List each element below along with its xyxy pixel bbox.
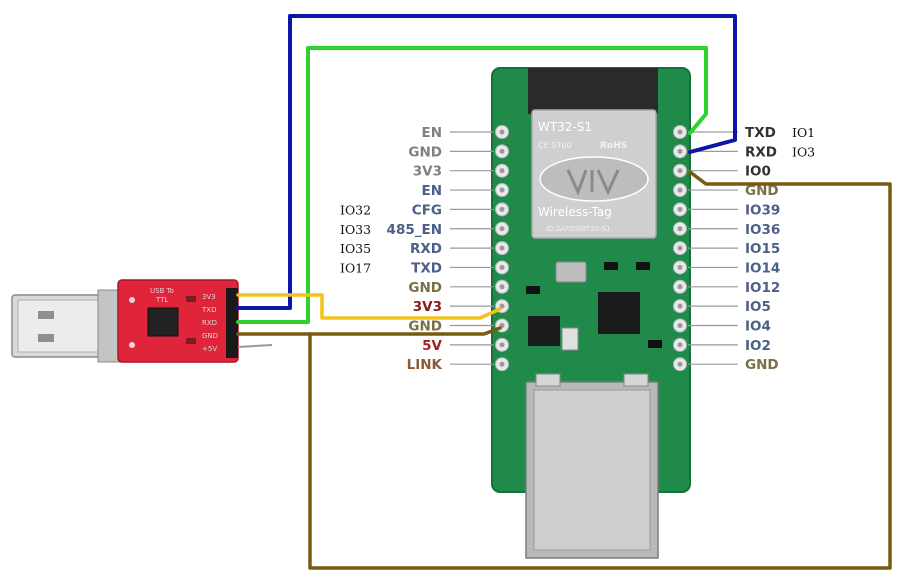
usb-ttl-adapter: USB To TTL 3V3 TXD RXD GND +5V <box>11 279 273 363</box>
left-pin-hole-center <box>499 361 505 367</box>
crystal <box>555 261 587 283</box>
right-pin-label: IO15 <box>745 241 780 257</box>
right-pin-label: IO36 <box>745 222 780 238</box>
left-pin-hole-center <box>499 168 505 174</box>
left-pin-hole-center <box>499 284 505 290</box>
wire-brown-loop <box>308 170 892 570</box>
usb-ttl-chip <box>147 307 179 337</box>
right-pin-label: IO4 <box>745 319 771 335</box>
left-pin-label: GND <box>408 144 442 160</box>
wire-brown <box>236 326 502 336</box>
right-pin-hole-center <box>677 148 683 154</box>
left-pin-label: TXD <box>411 260 442 276</box>
ethernet-jack <box>525 373 659 559</box>
right-pin-label: IO0 <box>745 164 771 180</box>
left-pin-hole-center <box>499 129 505 135</box>
left-pin-label: LINK <box>407 357 443 373</box>
module-rohs: RoHS <box>600 141 627 151</box>
right-pin-label: IO5 <box>745 299 771 315</box>
left-pin-label: 3V3 <box>413 299 442 315</box>
usb-ttl-title-line2: TTL <box>155 296 168 304</box>
right-pin-hole-center <box>677 303 683 309</box>
left-pin-label: 5V <box>422 338 442 354</box>
wire-yellow <box>236 293 502 320</box>
wire-blue <box>236 14 737 310</box>
module-logo-mark <box>566 169 620 196</box>
right-pin-label: IO39 <box>745 202 780 218</box>
right-pin-hole-center <box>677 206 683 212</box>
right-pin-label: GND <box>745 357 779 373</box>
right-pin-hole-center <box>677 361 683 367</box>
left-pin-label: CFG <box>412 202 442 218</box>
phy-chip <box>598 292 640 334</box>
module-brand: Wireless-Tag <box>538 205 612 219</box>
wire-green <box>236 46 708 324</box>
right-pin-hole-center <box>677 245 683 251</box>
left-gpio-label: IO35 <box>340 241 371 256</box>
left-pin-label: 3V3 <box>413 164 442 180</box>
left-pin-labels: ENGND3V3ENCFGIO32485_ENIO33RXDIO35TXDIO1… <box>340 125 494 373</box>
right-pin-hole-center <box>677 129 683 135</box>
module-id: ID:2AFOSWT32-S1 <box>546 225 611 233</box>
button <box>561 327 579 351</box>
left-gpio-label: IO33 <box>340 222 371 237</box>
right-gpio-label: IO3 <box>792 144 815 159</box>
right-pin-hole-center <box>677 168 683 174</box>
usb-pin-label-rxd: RXD <box>202 319 217 327</box>
right-pin-hole-center <box>677 284 683 290</box>
left-pin-hole-center <box>499 303 505 309</box>
module-logo <box>539 156 649 202</box>
left-pin-label: 485_EN <box>387 222 442 238</box>
left-pin-label: GND <box>408 319 442 335</box>
module-cert: CE 0700 <box>538 141 572 150</box>
usb-pin-label-gnd: GND <box>202 332 218 340</box>
left-gpio-label: IO32 <box>340 202 371 217</box>
right-pin-hole-center <box>677 264 683 270</box>
usb-ttl-title-line1: USB To <box>150 287 174 295</box>
left-pin-hole-center <box>499 206 505 212</box>
usb-plug <box>11 289 121 363</box>
wt32-eth01-board: WT32-S1 CE 0700 RoHS Wireless-Tag ID:2AF… <box>491 67 691 559</box>
left-pin-label: EN <box>421 125 442 141</box>
module-antenna <box>528 68 658 114</box>
wires <box>236 14 892 570</box>
right-pin-label: RXD <box>745 144 777 160</box>
left-pin-hole-center <box>499 226 505 232</box>
right-pin-label: TXD <box>745 125 776 141</box>
left-pin-label: EN <box>421 183 442 199</box>
right-pin-hole-center <box>677 323 683 328</box>
left-pin-label: GND <box>408 280 442 296</box>
usb-pin-label-3v3: 3V3 <box>202 293 216 301</box>
usb-pin-label-txd: TXD <box>201 306 216 314</box>
left-pin-hole-center <box>499 342 505 348</box>
left-pin-hole-center <box>499 245 505 251</box>
right-pin-hole-center <box>677 226 683 232</box>
left-pin-hole-center <box>499 264 505 270</box>
left-gpio-label: IO17 <box>340 260 371 275</box>
module-model: WT32-S1 <box>538 120 592 134</box>
right-pin-label: IO2 <box>745 338 771 354</box>
left-pin-label: RXD <box>410 241 442 257</box>
pin-holes <box>495 125 687 372</box>
right-pin-hole-center <box>677 342 683 348</box>
right-pin-label: IO12 <box>745 280 780 296</box>
right-gpio-label: IO1 <box>792 125 815 140</box>
right-pin-hole-center <box>677 187 683 193</box>
right-pin-label: IO14 <box>745 260 780 276</box>
left-pin-hole-center <box>499 187 505 193</box>
right-pin-label: GND <box>745 183 779 199</box>
left-pin-hole-center <box>499 148 505 154</box>
regulator <box>528 316 560 346</box>
usb-pin-label-5v: +5V <box>202 345 217 353</box>
